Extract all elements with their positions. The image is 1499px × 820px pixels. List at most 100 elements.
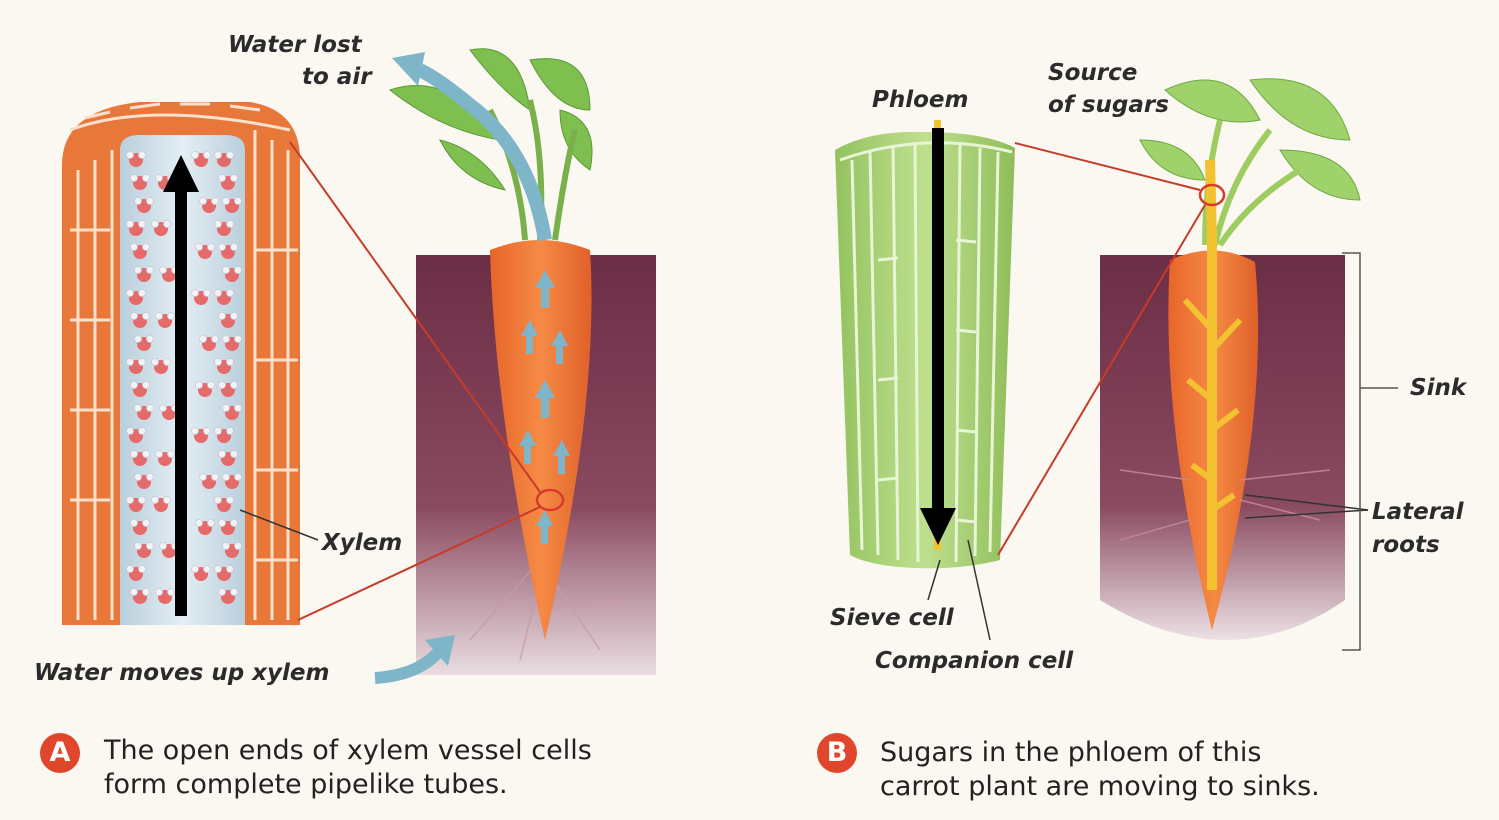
hydrogen-atom (223, 543, 230, 550)
hydrogen-atom (135, 474, 142, 481)
hydrogen-atom (143, 175, 150, 182)
hydrogen-atom (164, 497, 171, 504)
hydrogen-atom (196, 244, 203, 251)
hydrogen-atom (131, 244, 138, 251)
hydrogen-atom (223, 198, 230, 205)
hydrogen-atom (139, 566, 146, 573)
hydrogen-atom (139, 290, 146, 297)
hydrogen-atom (135, 336, 142, 343)
hydrogen-atom (223, 405, 230, 412)
carrot-with-soil-b (998, 79, 1398, 650)
label-water-moves-up: Water moves up xylem (34, 658, 329, 688)
hydrogen-atom (219, 313, 226, 320)
hydrogen-atom (231, 313, 238, 320)
hydrogen-atom (227, 428, 234, 435)
hydrogen-atom (135, 543, 142, 550)
hydrogen-atom (127, 152, 134, 159)
hydrogen-atom (215, 359, 222, 366)
hydrogen-atom (200, 336, 207, 343)
label-sink: Sink (1410, 373, 1466, 403)
hydrogen-atom (156, 313, 163, 320)
hydrogen-atom (231, 244, 238, 251)
hydrogen-atom (131, 382, 138, 389)
hydrogen-atom (143, 520, 150, 527)
hydrogen-atom (215, 497, 222, 504)
badge-b: B (817, 733, 857, 773)
hydrogen-atom (152, 497, 159, 504)
hydrogen-atom (208, 244, 215, 251)
hydrogen-atom (231, 520, 238, 527)
hydrogen-atom (208, 520, 215, 527)
phloem-tissue-illustration (835, 120, 1015, 640)
hydrogen-atom (219, 175, 226, 182)
hydrogen-atom (135, 405, 142, 412)
hydrogen-atom (139, 428, 146, 435)
hydrogen-atom (219, 382, 226, 389)
label-source: Source (1048, 58, 1137, 88)
hydrogen-atom (204, 152, 211, 159)
hydrogen-atom (215, 566, 222, 573)
hydrogen-atom (143, 451, 150, 458)
hydrogen-atom (235, 543, 242, 550)
hydrogen-atom (152, 359, 159, 366)
hydrogen-atom (127, 221, 134, 228)
hydrogen-atom (143, 313, 150, 320)
hydrogen-atom (219, 244, 226, 251)
hydrogen-atom (131, 589, 138, 596)
hydrogen-atom (127, 428, 134, 435)
hydrogen-atom (227, 152, 234, 159)
label-of-sugars: of sugars (1048, 90, 1169, 120)
hydrogen-atom (212, 336, 219, 343)
hydrogen-atom (127, 566, 134, 573)
hydrogen-atom (168, 589, 175, 596)
hydrogen-atom (139, 497, 146, 504)
hydrogen-atom (192, 566, 199, 573)
hydrogen-atom (147, 405, 154, 412)
hydrogen-atom (135, 267, 142, 274)
hydrogen-atom (192, 290, 199, 297)
label-sieve-cell: Sieve cell (830, 603, 954, 633)
hydrogen-atom (147, 474, 154, 481)
label-to-air: to air (302, 62, 372, 92)
hydrogen-atom (235, 474, 242, 481)
label-lateral: Lateral (1372, 497, 1464, 527)
hydrogen-atom (147, 543, 154, 550)
hydrogen-atom (143, 244, 150, 251)
hydrogen-atom (147, 336, 154, 343)
hydrogen-atom (147, 267, 154, 274)
hydrogen-atom (200, 474, 207, 481)
hydrogen-atom (156, 589, 163, 596)
hydrogen-atom (156, 451, 163, 458)
hydrogen-atom (231, 451, 238, 458)
badge-a: A (40, 733, 80, 773)
label-phloem: Phloem (872, 85, 968, 115)
hydrogen-atom (231, 175, 238, 182)
hydrogen-atom (215, 290, 222, 297)
hydrogen-atom (219, 589, 226, 596)
hydrogen-atom (164, 359, 171, 366)
hydrogen-atom (227, 359, 234, 366)
hydrogen-atom (227, 497, 234, 504)
caption-b-line1: Sugars in the phloem of this (880, 736, 1261, 769)
hydrogen-atom (227, 566, 234, 573)
caption-a-line2: form complete pipelike tubes. (104, 768, 508, 801)
hydrogen-atom (235, 198, 242, 205)
hydrogen-atom (196, 520, 203, 527)
hydrogen-atom (168, 451, 175, 458)
hydrogen-atom (131, 313, 138, 320)
hydrogen-atom (227, 221, 234, 228)
hydrogen-atom (127, 497, 134, 504)
hydrogen-atom (204, 290, 211, 297)
hydrogen-atom (127, 290, 134, 297)
hydrogen-atom (208, 382, 215, 389)
hydrogen-atom (200, 198, 207, 205)
hydrogen-atom (160, 267, 167, 274)
caption-a-line1: The open ends of xylem vessel cells (104, 734, 592, 767)
hydrogen-atom (231, 589, 238, 596)
hydrogen-atom (212, 474, 219, 481)
hydrogen-atom (212, 198, 219, 205)
hydrogen-atom (204, 566, 211, 573)
hydrogen-atom (192, 152, 199, 159)
